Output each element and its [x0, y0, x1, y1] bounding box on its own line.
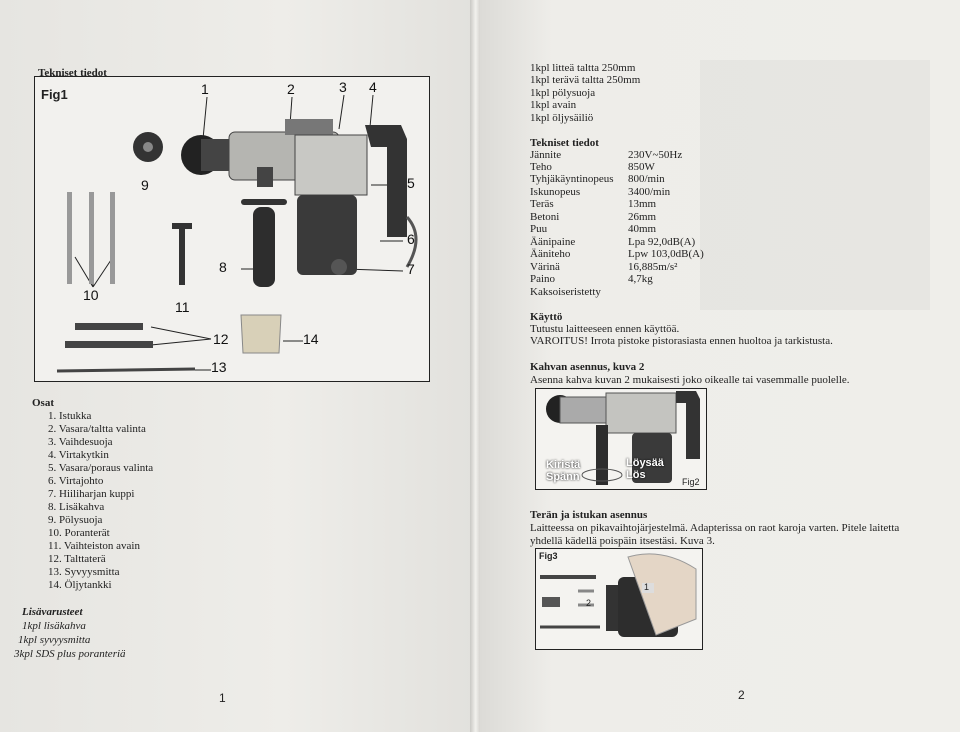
list-item: 1. Istukka: [48, 410, 92, 422]
list-item: 1kpl litteä taltta 250mm: [530, 62, 636, 74]
chuck-illustration: [540, 553, 697, 637]
list-item: 12. Talttaterä: [48, 553, 106, 565]
tool-illustration: [56, 94, 418, 373]
loosen-label-sv: Lös: [626, 469, 646, 481]
parts-title: Osat: [32, 397, 54, 409]
spec-label: Paino: [530, 273, 556, 285]
accessories-title: Lisävarusteet: [22, 606, 83, 618]
list-item: 3. Vaihdesuoja: [48, 436, 113, 448]
spec-label: Kaksoiseristetty: [530, 286, 601, 298]
list-item: 8. Lisäkahva: [48, 501, 105, 513]
figure-1: Fig1: [34, 76, 430, 382]
callout-6: 6: [407, 231, 415, 247]
callout-4: 4: [369, 79, 377, 95]
spec-label: Jännite: [530, 149, 562, 161]
specs-title: Tekniset tiedot: [530, 137, 599, 149]
list-item: 4. Virtakytkin: [48, 449, 109, 461]
figure-label: Fig3: [539, 551, 558, 561]
callout-10: 10: [83, 287, 99, 303]
callout-3: 3: [339, 79, 347, 95]
bit-line: Laitteessa on pikavaihtojärjestelmä. Ada…: [530, 522, 900, 534]
list-item: 14. Öljytankki: [48, 579, 112, 591]
warning-line: VAROITUS! Irrota pistoke pistorasiasta e…: [530, 335, 833, 347]
callout-12: 12: [213, 331, 229, 347]
callout-2: 2: [287, 81, 295, 97]
spec-label: Teho: [530, 161, 552, 173]
spec-label: Ääniteho: [530, 248, 571, 260]
callout-13: 13: [211, 359, 227, 375]
callout-9: 9: [141, 177, 149, 193]
list-item: 1kpl öljysäiliö: [530, 112, 594, 124]
handle-illustration: [546, 391, 700, 485]
usage-line: Tutustu laitteeseen ennen käyttöä.: [530, 323, 680, 335]
figure-2: Kiristä Spänn Löysää Lös Fig2: [535, 388, 707, 490]
list-item: 5. Vasara/poraus valinta: [48, 462, 154, 474]
figure-label: Fig1: [41, 87, 68, 102]
page-number: 1: [219, 691, 226, 705]
list-item: 13. Syvyysmitta: [48, 566, 120, 578]
spec-label: Äänipaine: [530, 236, 576, 248]
left-page: Tekniset tiedot Fig1: [0, 0, 474, 732]
tighten-label: Kiristä: [546, 459, 581, 471]
figure-label: Fig2: [682, 477, 700, 487]
spec-value: Lpw 103,0dB(A): [628, 248, 704, 260]
list-item: 1kpl terävä taltta 250mm: [530, 74, 641, 86]
list-item: 1kpl avain: [530, 99, 577, 111]
list-item: 7. Hiiliharjan kuppi: [48, 488, 135, 500]
list-item: 6. Virtajohto: [48, 475, 104, 487]
usage-title: Käyttö: [530, 311, 563, 323]
list-item: 3kpl SDS plus poranteriä: [14, 648, 126, 660]
callout-14: 14: [303, 331, 319, 347]
spec-value: 16,885m/s²: [628, 261, 678, 273]
marker-1: 1: [644, 582, 650, 592]
marker-2: 2: [586, 598, 592, 608]
spec-label: Betoni: [530, 211, 560, 223]
list-item: 11. Vaihteiston avain: [48, 540, 140, 552]
callout-11: 11: [175, 299, 190, 315]
tighten-label-sv: Spänn: [546, 471, 580, 483]
spec-label: Iskunopeus: [530, 186, 581, 198]
bit-title: Terän ja istukan asennus: [530, 509, 648, 521]
bleed-through: [700, 60, 930, 310]
spec-value: Lpa 92,0dB(A): [628, 236, 696, 248]
callout-5: 5: [407, 175, 415, 191]
list-item: 1kpl syvyysmitta: [18, 634, 91, 646]
handle-title: Kahvan asennus, kuva 2: [530, 361, 645, 373]
callout-8: 8: [219, 259, 227, 275]
handle-text: Asenna kahva kuvan 2 mukaisesti joko oik…: [530, 374, 850, 386]
list-item: 10. Poranterät: [48, 527, 110, 539]
loosen-label: Löysää: [626, 457, 664, 469]
list-item: 1kpl pölysuoja: [530, 87, 596, 99]
spec-value: 13mm: [628, 198, 657, 210]
callout-1: 1: [201, 81, 209, 97]
spec-label: Värinä: [530, 261, 560, 273]
spec-value: 3400/min: [628, 186, 671, 198]
spec-value: 40mm: [628, 223, 657, 235]
spec-label: Tyhjäkäyntinopeus: [530, 173, 614, 185]
spec-label: Teräs: [530, 198, 554, 210]
spec-value: 850W: [628, 161, 655, 173]
figure-3: Fig3 1 2: [535, 548, 703, 650]
list-item: 9. Pölysuoja: [48, 514, 103, 526]
spec-value: 800/min: [628, 173, 665, 185]
page-number: 2: [738, 688, 745, 702]
callout-7: 7: [407, 261, 415, 277]
list-item: 1kpl lisäkahva: [22, 620, 86, 632]
spec-value: 26mm: [628, 211, 657, 223]
spec-value: 230V~50Hz: [628, 149, 683, 161]
spec-value: 4,7kg: [628, 273, 653, 285]
bit-line: yhdellä kädellä poispäin itsestäsi. Kuva…: [530, 535, 715, 547]
spec-label: Puu: [530, 223, 548, 235]
list-item: 2. Vasara/taltta valinta: [48, 423, 146, 435]
